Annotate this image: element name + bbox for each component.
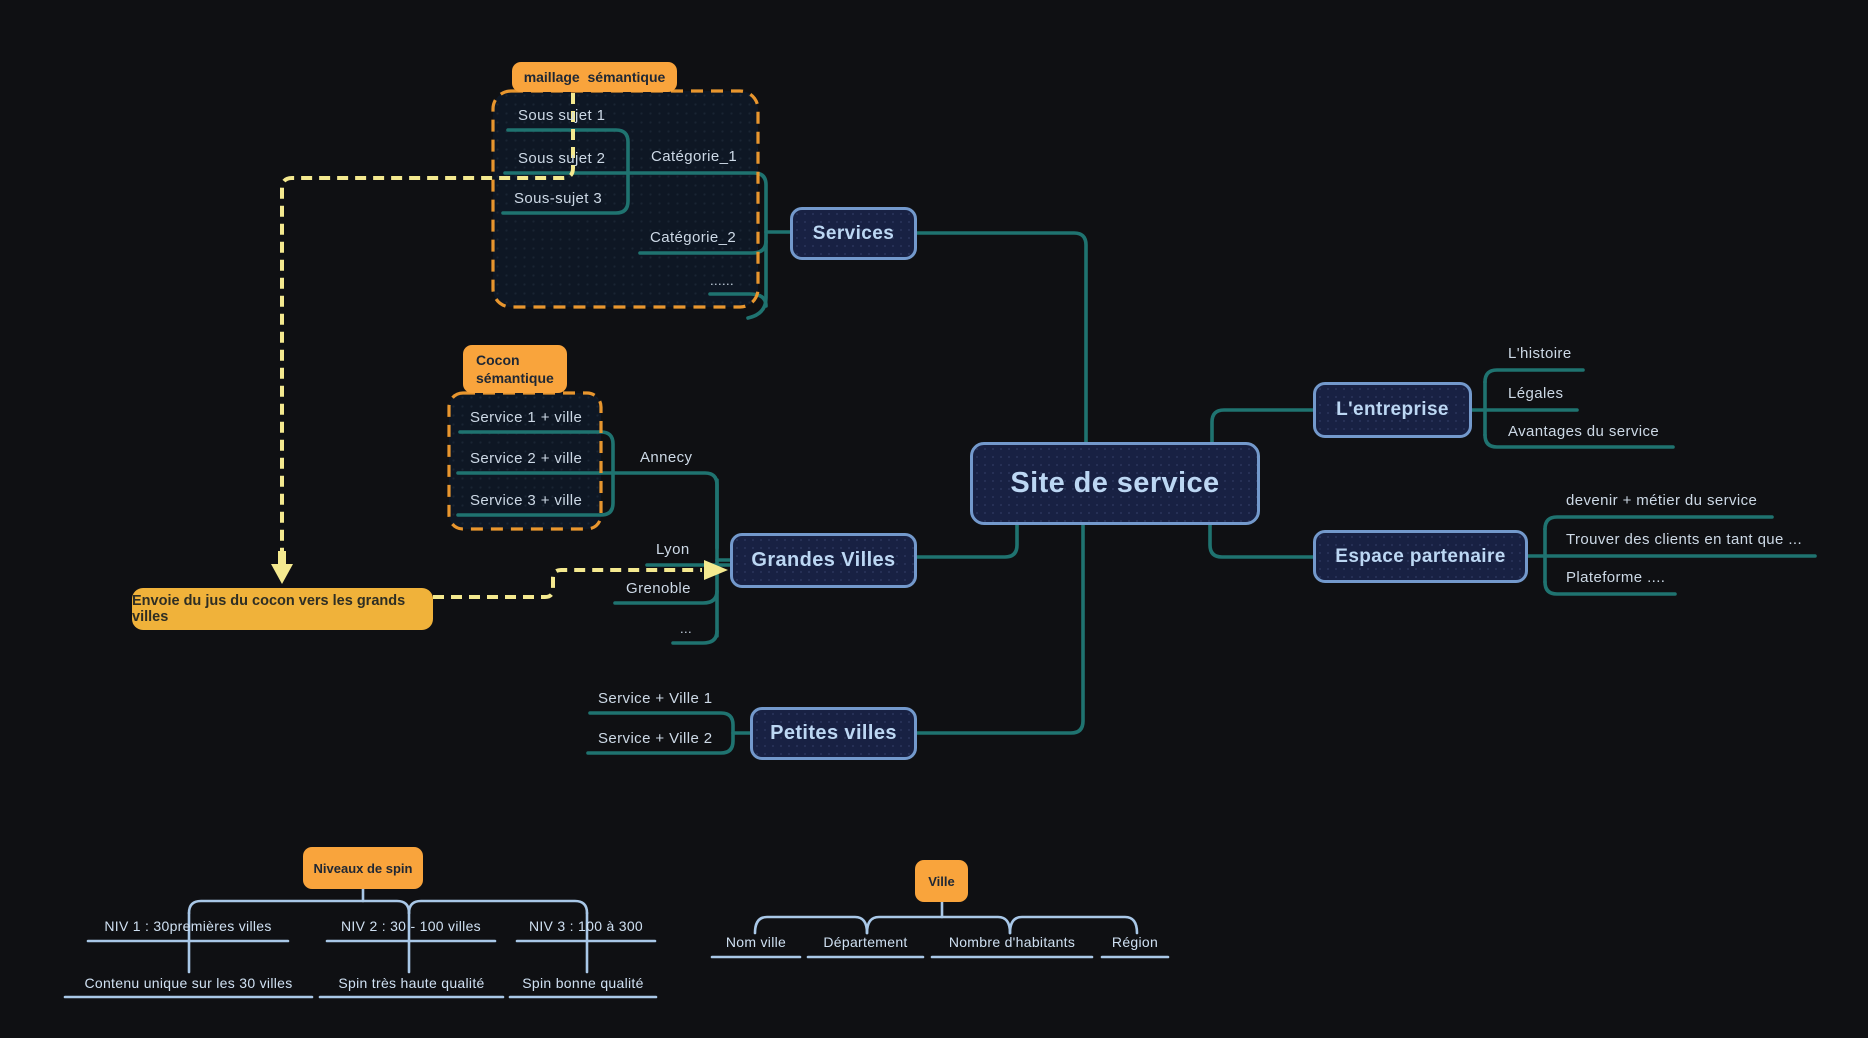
cocon-container-fill (449, 393, 601, 529)
niveaux-de-spin-label: Niveaux de spin (313, 860, 413, 876)
spin-niv3-label[interactable]: NIV 3 : 100 à 300 (528, 918, 644, 934)
services-node[interactable]: Services (790, 207, 917, 260)
topic-service-ville-1[interactable]: Service + Ville 1 (598, 690, 713, 707)
central-node-site-de-service[interactable]: Site de service (970, 442, 1260, 525)
ville-departement-label[interactable]: Département (823, 934, 908, 950)
entreprise-node-label: L'entreprise (1336, 399, 1449, 420)
topic-sous-sujet-2[interactable]: Sous sujet 2 (518, 150, 606, 167)
central-node-label: Site de service (1010, 467, 1220, 499)
topic-categorie-1[interactable]: Catégorie_1 (651, 148, 738, 165)
niveaux-de-spin-node[interactable]: Niveaux de spin (303, 847, 423, 889)
services-node-label: Services (812, 222, 895, 244)
ville-region-label[interactable]: Région (1111, 934, 1159, 950)
cocon-tag-line1: Cocon (476, 352, 520, 368)
espace-partenaire-node[interactable]: Espace partenaire (1313, 530, 1528, 583)
topic-categorie-more[interactable]: ...... (710, 273, 735, 288)
entreprise-node[interactable]: L'entreprise (1313, 382, 1472, 438)
ville-label: Ville (928, 873, 955, 889)
spin-niv1-label[interactable]: NIV 1 : 30premières villes (104, 918, 272, 934)
topic-grandes-more[interactable]: ... (680, 621, 693, 636)
espace-partenaire-label: Espace partenaire (1335, 545, 1506, 567)
spin-niv2-label[interactable]: NIV 2 : 30 - 100 villes (341, 918, 481, 934)
petites-villes-node[interactable]: Petites villes (750, 707, 917, 760)
topic-service-1-ville[interactable]: Service 1 + ville (470, 409, 583, 426)
petites-villes-label: Petites villes (770, 722, 897, 744)
topic-sous-sujet-1[interactable]: Sous sujet 1 (518, 107, 606, 124)
cocon-semantique-tag[interactable]: Cocon sémantique (463, 345, 567, 393)
topic-legales[interactable]: Légales (1508, 385, 1564, 402)
spin-niv3-child-label[interactable]: Spin bonne qualité (522, 975, 644, 991)
topic-service-ville-2[interactable]: Service + Ville 2 (598, 730, 713, 747)
envoie-jus-note[interactable]: Envoie du jus du cocon vers les grands v… (132, 588, 433, 630)
ville-habitants-label[interactable]: Nombre d'habitants (948, 934, 1076, 950)
topic-trouver-clients[interactable]: Trouver des clients en tant que ... (1566, 531, 1803, 548)
topic-sous-sujet-3[interactable]: Sous-sujet 3 (514, 190, 603, 207)
maillage-semantique-tag[interactable]: maillage sémantique (512, 62, 677, 92)
envoie-jus-label: Envoie du jus du cocon vers les grands v… (132, 593, 406, 625)
cocon-tag-line2: sémantique (476, 370, 554, 386)
topic-service-2-ville[interactable]: Service 2 + ville (470, 450, 583, 467)
topic-grenoble[interactable]: Grenoble (626, 580, 691, 597)
spin-niv2-child-label[interactable]: Spin très haute qualité (338, 975, 485, 991)
topic-avantages[interactable]: Avantages du service (1508, 423, 1660, 440)
topic-histoire[interactable]: L'histoire (1508, 345, 1572, 362)
topic-plateforme[interactable]: Plateforme .... (1566, 569, 1666, 586)
maillage-tag-label: maillage sémantique (523, 69, 666, 85)
topic-categorie-2[interactable]: Catégorie_2 (650, 229, 737, 246)
maillage-container-fill (493, 91, 758, 307)
spin-niv1-child-label[interactable]: Contenu unique sur les 30 villes (84, 975, 293, 991)
topic-service-3-ville[interactable]: Service 3 + ville (470, 492, 583, 509)
topic-lyon[interactable]: Lyon (656, 541, 690, 558)
ville-node[interactable]: Ville (915, 860, 968, 902)
topic-devenir-metier[interactable]: devenir + métier du service (1566, 492, 1758, 509)
grandes-villes-label: Grandes Villes (751, 549, 896, 571)
ville-nom-label[interactable]: Nom ville (725, 934, 787, 950)
grandes-villes-node[interactable]: Grandes Villes (730, 533, 917, 588)
topic-annecy[interactable]: Annecy (640, 449, 693, 466)
